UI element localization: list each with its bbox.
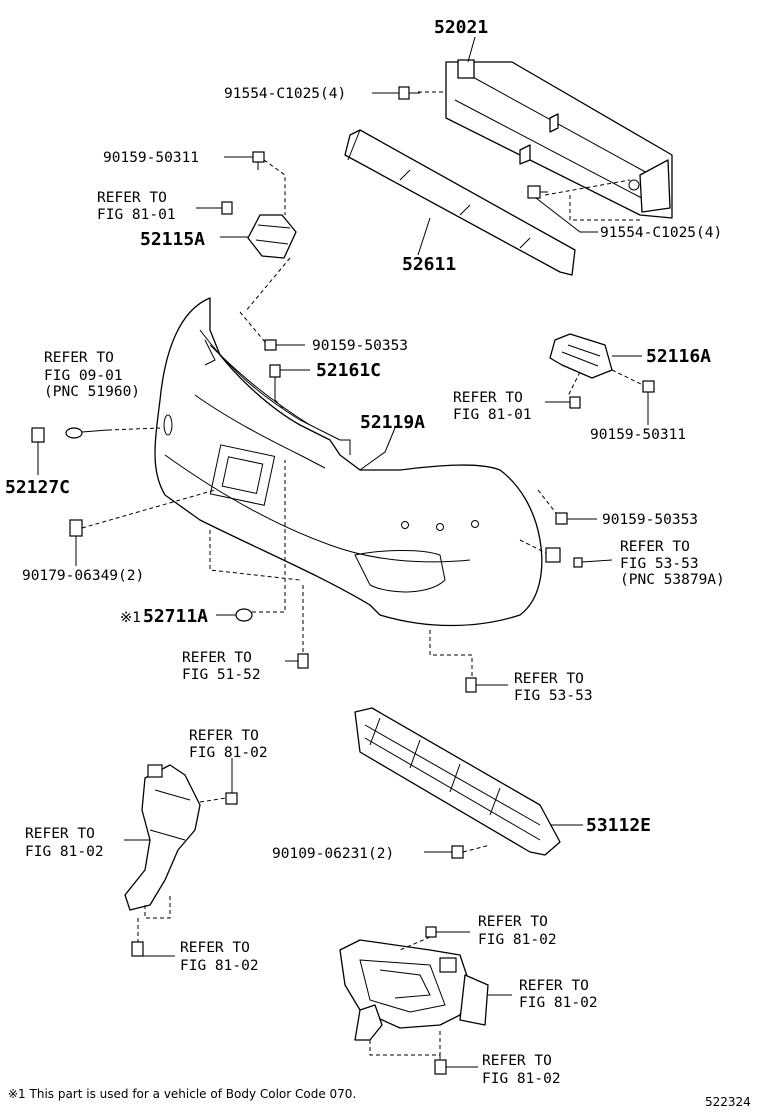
- label-refer-8102-b-line2: FIG 81-02: [25, 844, 104, 860]
- bolt-8102-a-icon: [225, 792, 238, 805]
- label-refer-0901-line3: (PNC 51960): [44, 384, 140, 400]
- sensor-connector-icon: [545, 547, 583, 568]
- label-refer-8101-a-line1: REFER TO: [97, 190, 167, 206]
- bolt-90159-50311-b-icon: [642, 380, 655, 393]
- label-91554-right: 91554-C1025(4): [600, 225, 722, 241]
- bolt-8102-f-icon: [434, 1059, 447, 1075]
- bolt-5152-icon: [297, 653, 309, 669]
- label-refer-8102-d-line1: REFER TO: [478, 914, 548, 930]
- figure-code: 522324: [705, 1095, 751, 1109]
- label-refer-5353-a-line3: (PNC 53879A): [620, 572, 725, 588]
- label-90179: 90179-06349(2): [22, 568, 144, 584]
- bumper-cover-52119A: [154, 297, 543, 627]
- label-52611: 52611: [402, 254, 456, 275]
- bolt-90159-50353-a-icon: [264, 339, 277, 351]
- label-52021: 52021: [434, 17, 488, 38]
- label-refer-8102-b-line1: REFER TO: [25, 826, 95, 842]
- bracket-52115A: [247, 214, 297, 259]
- label-90109: 90109-06231(2): [272, 846, 394, 862]
- clip-52127C-icon: [31, 427, 109, 443]
- label-refer-8101-a-line2: FIG 81-01: [97, 207, 176, 223]
- label-53112E: 53112E: [586, 815, 651, 836]
- clip-8101-a-icon: [221, 201, 233, 215]
- label-refer-0901-line1: REFER TO: [44, 350, 114, 366]
- label-90159-50311-a: 90159-50311: [103, 150, 199, 166]
- label-refer-8102-a-line2: FIG 81-02: [189, 745, 268, 761]
- bolt-90159-50353-b-icon: [555, 512, 568, 525]
- label-refer-5152-line2: FIG 51-52: [182, 667, 261, 683]
- label-refer-5353-a-line1: REFER TO: [620, 539, 690, 555]
- label-refer-8102-e-line1: REFER TO: [519, 978, 589, 994]
- clip-90179-icon: [69, 519, 83, 537]
- bolt-8102-c-icon: [131, 941, 144, 957]
- bumper-reinforcement-52021: [445, 59, 673, 219]
- label-refer-8102-f-line1: REFER TO: [482, 1053, 552, 1069]
- clip-52711A-icon: [235, 608, 253, 622]
- label-52711A: 52711A: [143, 606, 208, 627]
- label-refer-8101-b-line1: REFER TO: [453, 390, 523, 406]
- label-90159-50353-a: 90159-50353: [312, 338, 408, 354]
- bolt-90109-icon: [451, 845, 464, 859]
- clip-52161C-icon: [269, 364, 281, 400]
- label-refer-8102-a-line1: REFER TO: [189, 728, 259, 744]
- label-52127C: 52127C: [5, 477, 70, 498]
- footnote: ※1 This part is used for a vehicle of Bo…: [8, 1087, 356, 1101]
- bolt-91554-right-icon: [527, 185, 548, 199]
- label-refer-0901-line2: FIG 09-01: [44, 368, 123, 384]
- label-refer-5353-a-line2: FIG 53-53: [620, 556, 699, 572]
- label-refer-8102-c-line2: FIG 81-02: [180, 958, 259, 974]
- bolt-8102-d-icon: [425, 926, 437, 938]
- clip-8101-b-icon: [569, 396, 581, 409]
- label-refer-8101-b-line2: FIG 81-01: [453, 407, 532, 423]
- label-refer-5353-b-line1: REFER TO: [514, 671, 584, 687]
- lower-grille-53112E: [354, 707, 561, 856]
- label-refer-5353-b-line2: FIG 53-53: [514, 688, 593, 704]
- label-52116A: 52116A: [646, 346, 711, 367]
- bolt-5353-b-icon: [465, 677, 477, 693]
- label-refer-5152-line1: REFER TO: [182, 650, 252, 666]
- bracket-52116A: [549, 333, 613, 379]
- label-52711A-mark: ※1: [120, 610, 141, 626]
- label-refer-8102-e-line2: FIG 81-02: [519, 995, 598, 1011]
- label-90159-50353-b: 90159-50353: [602, 512, 698, 528]
- bolt-90159-50311-a-icon: [252, 151, 265, 170]
- bumper-absorber-52611: [344, 129, 576, 276]
- bolt-91554-top-icon: [398, 86, 420, 100]
- label-52161C: 52161C: [316, 360, 381, 381]
- side-bracket-left: [124, 764, 201, 911]
- label-52119A: 52119A: [360, 412, 425, 433]
- label-refer-8102-c-line1: REFER TO: [180, 940, 250, 956]
- label-refer-8102-f-line2: FIG 81-02: [482, 1071, 561, 1087]
- label-91554-top: 91554-C1025(4): [224, 86, 346, 102]
- label-90159-50311-b: 90159-50311: [590, 427, 686, 443]
- label-refer-8102-d-line2: FIG 81-02: [478, 932, 557, 948]
- label-52115A: 52115A: [140, 229, 205, 250]
- fog-lamp-bracket: [339, 939, 489, 1041]
